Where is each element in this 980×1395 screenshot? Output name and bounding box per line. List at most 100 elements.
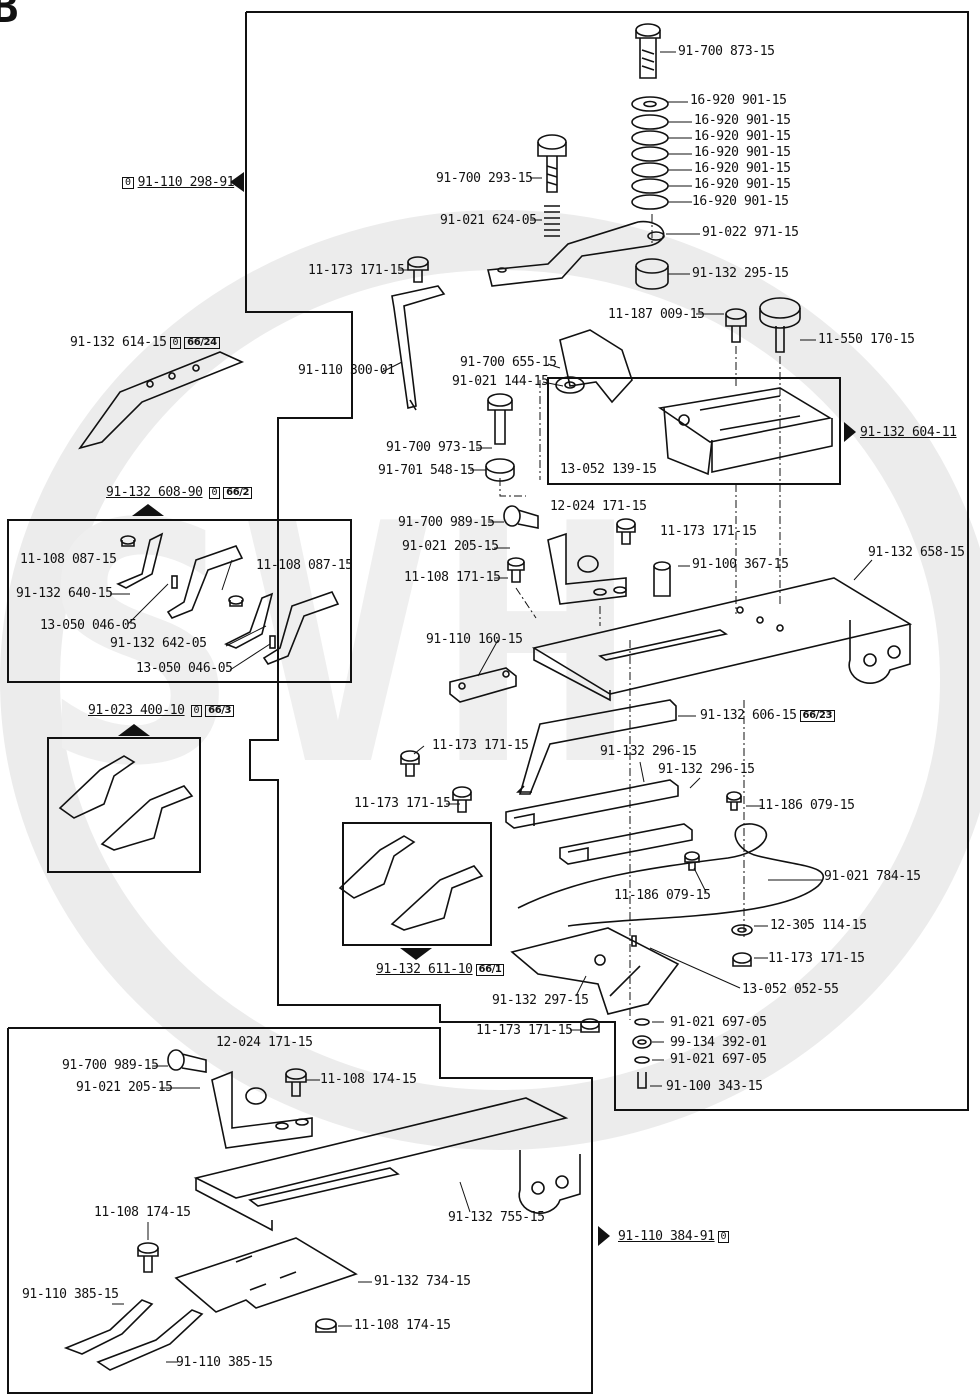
label-91-132-734: 91-132 734-15 xyxy=(374,1274,471,1289)
screw-11-173-171-top xyxy=(407,256,429,283)
watermark-text: SVH xyxy=(40,454,636,838)
label-11-108-171: 11-108 171-15 xyxy=(404,570,501,585)
parts-inset-611 xyxy=(338,835,484,931)
label-91-021-205-a: 91-021 205-15 xyxy=(402,539,499,554)
label-washer-4: 16-920 901-15 xyxy=(694,145,791,160)
spring-wire-91-021-784 xyxy=(517,823,825,927)
screw-11-173-171-left1 xyxy=(400,750,420,777)
bracket-91-110-300 xyxy=(391,285,446,411)
label-91-132-295: 91-132 295-15 xyxy=(692,266,789,281)
spring-91-021-624 xyxy=(544,205,560,237)
label-91-022-971: 91-022 971-15 xyxy=(702,225,799,240)
part-number: 91-132 614-15 xyxy=(70,335,167,350)
svg-text:B: B xyxy=(0,0,19,33)
part-number: 91-132 611-10 xyxy=(376,962,473,977)
label-11-187-009: 11-187 009-15 xyxy=(608,307,705,322)
screw-11-186-079-a xyxy=(726,791,742,811)
page-ref: 66/23 xyxy=(799,710,836,722)
label-91-132-296-a: 91-132 296-15 xyxy=(600,744,697,759)
label-91-132-755: 91-132 755-15 xyxy=(448,1210,545,1225)
label-91-132-640: 91-132 640-15 xyxy=(16,586,113,601)
label-washer-2: 16-920 901-15 xyxy=(694,113,791,128)
pointer-400 xyxy=(118,724,150,736)
screw-11-108-171 xyxy=(507,557,525,583)
page-ref: 66/2 xyxy=(223,487,253,499)
label-91-110-385-a: 91-110 385-15 xyxy=(22,1287,119,1302)
label-washer-3: 16-920 901-15 xyxy=(694,129,791,144)
screw-11-187-009 xyxy=(725,308,747,343)
label-12-024-171-b: 12-024 171-15 xyxy=(216,1035,313,1050)
label-91-700-989-a: 91-700 989-15 xyxy=(398,515,495,530)
pin-13-052-052 xyxy=(631,935,637,947)
pointer-384 xyxy=(598,1226,610,1246)
lower-screw-11-108-174-b xyxy=(137,1242,159,1273)
lever-91-022-971 xyxy=(486,220,665,287)
fastener-stack xyxy=(632,1018,652,1089)
slide-91-132-296b xyxy=(559,823,693,865)
label-13-050-046-b: 13-050 046-05 xyxy=(136,661,233,676)
label-11-108-174-a: 11-108 174-15 xyxy=(320,1072,417,1087)
label-11-173-171-a: 11-173 171-15 xyxy=(308,263,405,278)
label-91-021-697-a: 91-021 697-05 xyxy=(670,1015,767,1030)
svg-text:SVH: SVH xyxy=(40,454,636,838)
clamp-91-700-655 xyxy=(555,329,633,404)
part-number: 91-110 384-91 xyxy=(618,1229,715,1244)
label-91-100-343: 91-100 343-15 xyxy=(666,1079,763,1094)
lower-screw-11-108-174-a xyxy=(285,1068,307,1097)
box-marker: 0 xyxy=(190,705,203,717)
label-11-108-174-b: 11-108 174-15 xyxy=(94,1205,191,1220)
label-11-550-170: 11-550 170-15 xyxy=(818,332,915,347)
part-number: 91-023 400-10 xyxy=(88,703,185,718)
inset-box-91-132-604 xyxy=(547,377,841,485)
lower-hinge-bracket xyxy=(167,1049,313,1149)
label-91-021-784: 91-021 784-15 xyxy=(824,869,921,884)
label-91-132-604: 91-132 604-11 xyxy=(860,425,957,440)
parts-inset-608 xyxy=(116,532,340,665)
lower-assembly-border xyxy=(7,1027,593,1394)
label-91-701-548: 91-701 548-15 xyxy=(378,463,475,478)
screw-11-186-079-b xyxy=(684,851,700,871)
knob-11-550-170 xyxy=(759,297,801,353)
base-plate-91-132-658 xyxy=(531,577,913,702)
label-washer-6: 16-920 901-15 xyxy=(694,177,791,192)
label-91-700-293: 91-700 293-15 xyxy=(436,171,533,186)
pin-91-100-367 xyxy=(653,561,671,597)
label-91-132-296-b: 91-132 296-15 xyxy=(658,762,755,777)
label-99-134-392: 99-134 392-01 xyxy=(670,1035,767,1050)
inset-box-91-132-608 xyxy=(7,519,352,683)
label-91-021-624: 91-021 624-05 xyxy=(440,213,537,228)
label-11-108-174-c: 11-108 174-15 xyxy=(354,1318,451,1333)
label-91-021-697-b: 91-021 697-05 xyxy=(670,1052,767,1067)
label-11-173-171-d: 11-173 171-15 xyxy=(354,796,451,811)
label-13-050-046-a: 13-050 046-05 xyxy=(40,618,137,633)
lower-plate-91-132-734 xyxy=(174,1237,358,1313)
label-91-132-297: 91-132 297-15 xyxy=(492,993,589,1008)
alignment-lines xyxy=(499,214,781,1020)
inset-box-91-023-400 xyxy=(47,737,201,873)
watermark-logo xyxy=(0,210,980,1150)
screw-11-173-171-right xyxy=(732,952,752,967)
page-ref: 66/1 xyxy=(475,964,505,976)
screw-91-700-873 xyxy=(635,23,661,79)
inset-box-91-132-611 xyxy=(342,822,492,946)
label-91-110-160: 91-110 160-15 xyxy=(426,632,523,647)
label-91-700-655: 91-700 655-15 xyxy=(460,355,557,370)
label-91-700-873: 91-700 873-15 xyxy=(678,44,775,59)
parts-inset-400 xyxy=(58,755,194,851)
page-ref: 66/24 xyxy=(184,337,220,349)
label-11-108-087-a: 11-108 087-15 xyxy=(20,552,117,567)
label-91-100-367: 91-100 367-15 xyxy=(692,557,789,572)
pointer-main-group xyxy=(230,172,244,192)
label-13-052-139: 13-052 139-15 xyxy=(560,462,657,477)
washer-stack xyxy=(631,96,669,210)
part-number: 91-132 606-15 xyxy=(700,708,797,723)
foot-91-132-614 xyxy=(78,351,245,450)
box-marker: 0 xyxy=(208,487,221,499)
label-12-305-114: 12-305 114-15 xyxy=(770,918,867,933)
